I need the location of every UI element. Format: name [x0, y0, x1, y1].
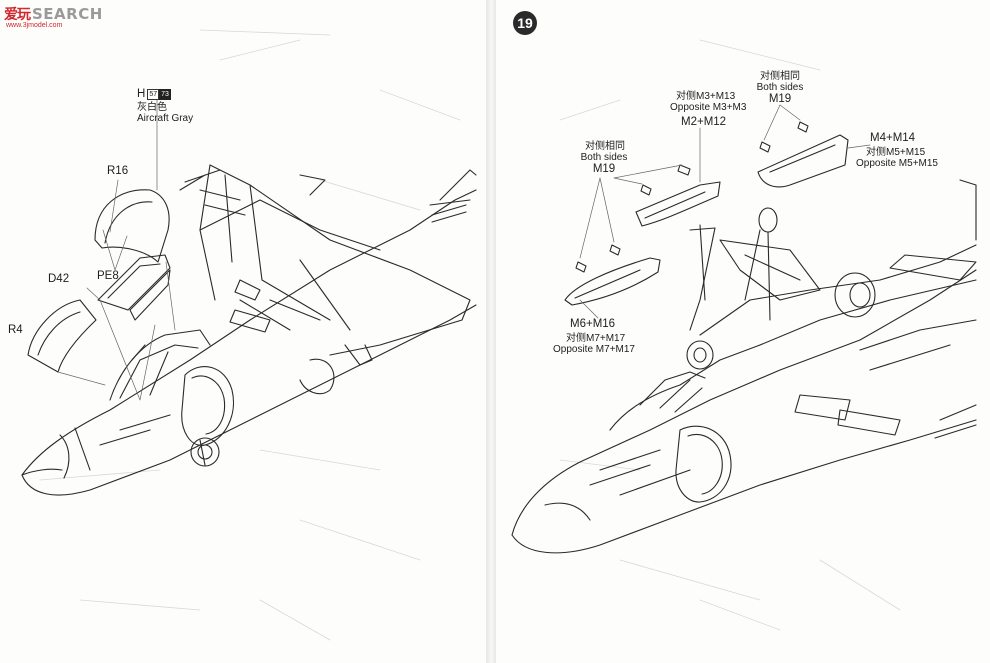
- right-exploded-parts: [564, 104, 871, 319]
- paint-code: H 57 73: [137, 88, 171, 100]
- top-callout-part: M19: [768, 93, 792, 105]
- m2-opposite-cn: 对侧M3+M13: [676, 91, 736, 102]
- page-gutter: [486, 0, 496, 663]
- paint-name-cn: 灰白色: [137, 102, 167, 113]
- watermark-text: SEARCH: [32, 5, 103, 23]
- left-callout-cn: 对侧相同: [585, 141, 625, 152]
- part-label-r4: R4: [8, 324, 23, 336]
- paint-code-2: 73: [159, 88, 171, 100]
- left-callout-en: Both sides: [580, 152, 628, 163]
- m2-opposite-en: Opposite M3+M3: [670, 102, 747, 113]
- left-exploded-parts: [27, 99, 176, 401]
- m6-part-label: M6+M16: [570, 318, 616, 330]
- part-label-pe8: PE8: [97, 270, 119, 282]
- left-instruction-page: [0, 0, 486, 663]
- show-through-lines: [39, 29, 901, 641]
- paint-letter: H: [137, 88, 146, 100]
- paint-name-en: Aircraft Gray: [137, 113, 194, 124]
- m6-opposite-en: Opposite M7+M17: [553, 344, 635, 355]
- top-callout-cn: 对侧相同: [760, 71, 800, 82]
- watermark-url: www.3jmodel.com: [6, 22, 63, 29]
- right-instruction-page: [496, 0, 990, 663]
- right-aircraft-drawing: [511, 179, 977, 554]
- site-watermark: 爱玩 SEARCH: [4, 4, 103, 24]
- paint-code-1: 57: [147, 88, 160, 100]
- step-number-badge: 19: [513, 11, 537, 35]
- m4-opposite-en: Opposite M5+M15: [856, 158, 938, 169]
- part-label-r16: R16: [107, 165, 129, 177]
- m6-opposite-cn: 对侧M7+M17: [566, 333, 626, 344]
- part-label-d42: D42: [48, 273, 70, 285]
- watermark-logo: 爱玩: [4, 7, 31, 23]
- top-callout-en: Both sides: [756, 82, 804, 93]
- left-callout-part: M19: [592, 163, 616, 175]
- m4-opposite-cn: 对侧M5+M15: [866, 147, 926, 158]
- left-aircraft-drawing: [21, 164, 477, 496]
- m2-part-label: M2+M12: [681, 116, 727, 128]
- m4-part-label: M4+M14: [870, 132, 916, 144]
